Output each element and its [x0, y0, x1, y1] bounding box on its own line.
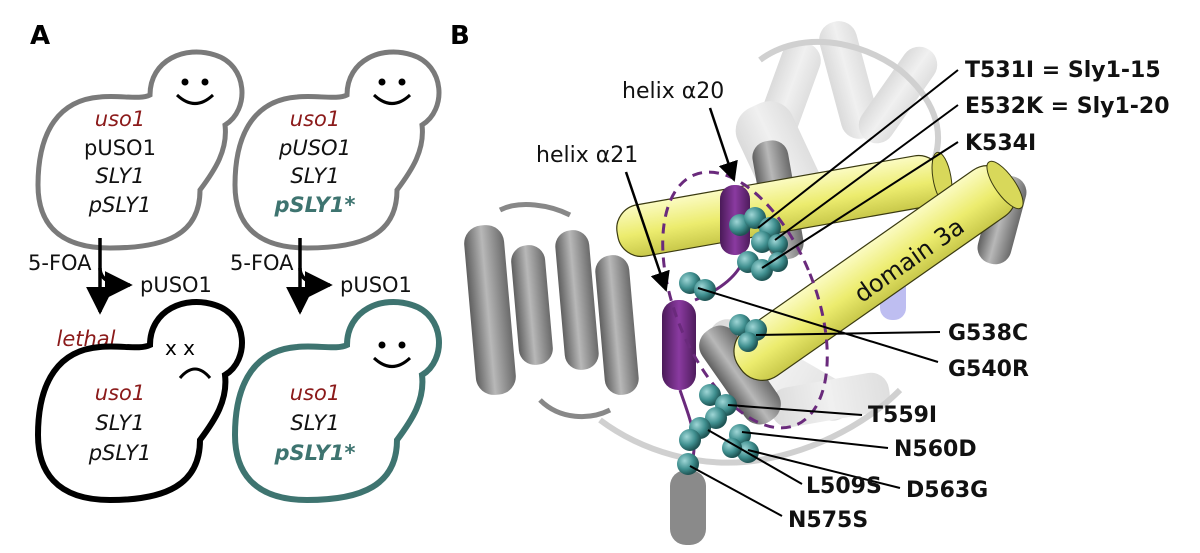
cell-top-right: uso1 pUSO1 SLY1 pSLY1*	[232, 49, 442, 251]
plasmid-psly1: pSLY1	[88, 441, 152, 465]
gene-uso1: uso1	[290, 381, 340, 405]
mutation-label: G540R	[948, 357, 1029, 382]
helix-a20-label: helix α20	[622, 79, 724, 104]
mutation-label: T559I	[868, 403, 937, 428]
cell-top-left: uso1 pUSO1 SLY1 pSLY1	[35, 49, 245, 251]
reagent-label: 5-FOA	[230, 251, 294, 275]
product-label: pUSO1	[340, 273, 412, 297]
mutation-label: D563G	[906, 478, 988, 503]
helix-a21-arrow-icon	[624, 171, 670, 292]
plasmid-puso1: pUSO1	[278, 136, 351, 160]
mutation-label: K534I	[965, 131, 1036, 156]
yeast-cell-outline	[34, 298, 245, 504]
mutation-spheres	[677, 207, 788, 475]
plasmid-puso1: pUSO1	[84, 136, 156, 160]
mutation-label: E532K = Sly1-20	[965, 94, 1170, 119]
product-label: pUSO1	[140, 273, 212, 297]
cell-bottom-left: lethal x x uso1 SLY1 pSLY1	[34, 298, 245, 504]
gene-sly1: SLY1	[290, 164, 339, 188]
gene-sly1: SLY1	[95, 164, 144, 188]
gene-uso1: uso1	[95, 381, 145, 405]
branch-arrow-icon	[298, 267, 333, 299]
helix-a21-cylinder	[662, 300, 696, 390]
mutation-label: N575S	[788, 508, 868, 533]
highlight-ellipse	[661, 170, 829, 430]
mutation-label: N560D	[894, 437, 977, 462]
branch-arrow-icon	[98, 267, 133, 299]
yeast-cell-outline	[35, 49, 245, 251]
cell-bottom-right: uso1 SLY1 pSLY1*	[231, 298, 442, 504]
reaction-arrow-left: 5-FOA pUSO1	[28, 238, 212, 315]
reagent-label: 5-FOA	[28, 251, 92, 275]
yeast-cell-outline	[231, 298, 442, 504]
helix-a21-label: helix α21	[536, 143, 638, 168]
mutation-label: L509S	[806, 474, 882, 499]
mutation-label: T531I = Sly1-15	[965, 58, 1161, 83]
gene-uso1: uso1	[290, 107, 340, 131]
yeast-cell-outline	[232, 49, 442, 251]
happy-face-icon	[372, 341, 412, 368]
plasmid-psly1-mutant: pSLY1*	[273, 441, 355, 465]
helix-a20-arrow-icon	[708, 107, 738, 182]
sad-face-icon: x x	[165, 336, 212, 379]
mutation-label: G538C	[948, 321, 1028, 346]
happy-face-icon	[175, 78, 215, 105]
happy-face-icon	[372, 78, 412, 105]
plasmid-psly1: pSLY1	[88, 193, 152, 217]
protein-structure: domain 3a	[464, 21, 1170, 545]
leader-lines	[689, 69, 959, 517]
gene-uso1: uso1	[95, 107, 145, 131]
plasmid-psly1-mutant: pSLY1*	[273, 193, 355, 217]
gene-sly1: SLY1	[290, 411, 339, 435]
dead-eyes: x x	[165, 336, 195, 360]
panel-a-letter: A	[30, 21, 50, 51]
panel-b-letter: B	[450, 21, 470, 51]
gene-sly1: SLY1	[95, 411, 144, 435]
reaction-arrow-right: 5-FOA pUSO1	[230, 238, 412, 315]
